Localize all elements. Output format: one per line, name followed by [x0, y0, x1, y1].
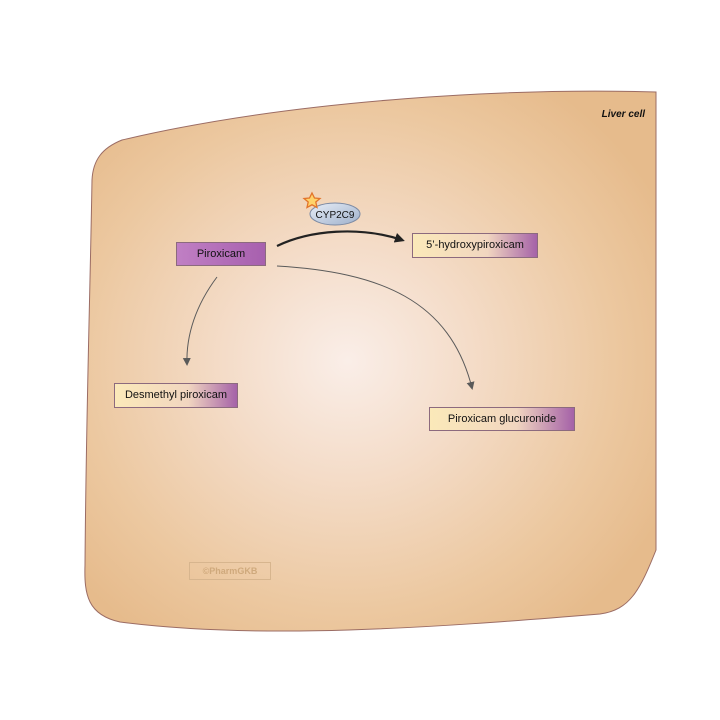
cyp2c9-enzyme-shape	[309, 202, 361, 226]
metabolite-piroxicam-glucuronide: Piroxicam glucuronide	[429, 407, 575, 431]
arrow-to-glucuronide	[276, 265, 475, 390]
cell-title: Liver cell	[601, 109, 645, 120]
pharmgkb-watermark: ©PharmGKB	[189, 562, 271, 580]
enzyme-label: CYP2C9	[315, 209, 355, 221]
drug-piroxicam: Piroxicam	[176, 242, 266, 266]
star-icon	[302, 191, 322, 209]
metabolite-desmethyl-piroxicam: Desmethyl piroxicam	[114, 383, 238, 408]
liver-cell-membrane	[84, 90, 657, 632]
arrow-to-desmethyl	[182, 276, 218, 366]
arrow-to-hydroxypiroxicam	[276, 230, 405, 247]
metabolite-hydroxypiroxicam: 5’-hydroxypiroxicam	[412, 233, 538, 258]
